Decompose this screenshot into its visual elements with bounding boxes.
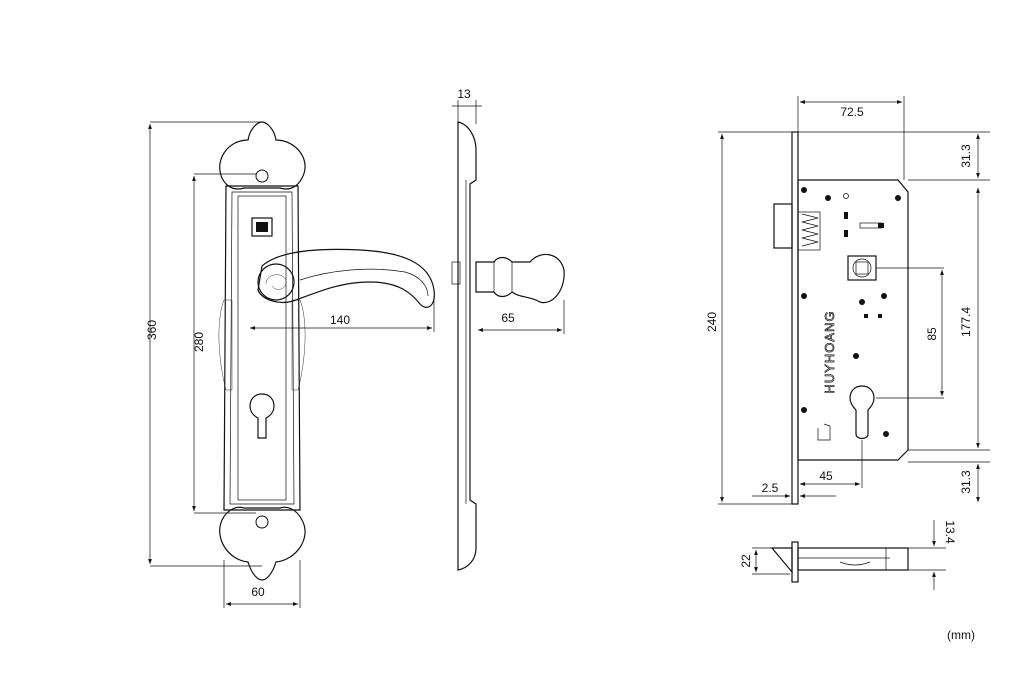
- lever-handle: [257, 248, 435, 308]
- dim-top-offset: 31.3: [959, 144, 973, 168]
- cylinder-hole: [849, 385, 875, 440]
- side-plate: [457, 121, 477, 571]
- dim-backset: 45: [819, 469, 833, 483]
- indicator-window: [251, 217, 273, 237]
- dim-bottom-offset: 31.3: [959, 470, 973, 494]
- faceplate: [791, 131, 799, 505]
- bottom-screw-icon: [255, 515, 269, 529]
- top-screw-icon: [255, 169, 269, 183]
- dim-latch-width: 13.4: [943, 520, 957, 544]
- front-view: 360 280 140 60: [145, 121, 435, 608]
- latch-bottom-view: 22 13.4: [739, 520, 957, 590]
- lock-body-view: HUYHOANG 72.5 240 31.3 177.4 85 31.3: [705, 96, 990, 505]
- lever-rose: [257, 263, 295, 301]
- dim-latch-height: 22: [739, 554, 753, 568]
- dim-top-width: 72.5: [840, 105, 864, 119]
- dim-lever-projection: 65: [501, 311, 515, 325]
- dim-plate-thickness: 13: [457, 87, 471, 101]
- latch-bolt: [773, 203, 793, 249]
- side-view: 13 65: [451, 87, 565, 571]
- units-label: (mm): [947, 628, 975, 642]
- dim-total-height: 240: [705, 312, 719, 332]
- lever-follower: [847, 255, 877, 281]
- bottom-ornament: [219, 506, 306, 581]
- spindle-stub: [451, 261, 461, 285]
- dim-hole-spacing: 280: [192, 332, 206, 352]
- dim-lever-length: 140: [330, 313, 350, 327]
- latch-faceplate: [791, 541, 799, 583]
- dim-plate-height: 360: [145, 320, 159, 340]
- lock-case: [797, 179, 909, 461]
- dim-plate-width: 60: [251, 585, 265, 599]
- backplate: [223, 185, 301, 511]
- dim-faceplate-thickness: 2.5: [762, 481, 779, 495]
- dim-body-height: 177.4: [959, 307, 973, 337]
- keyhole: [249, 393, 275, 439]
- left-filigree: [218, 299, 233, 391]
- lever-side-profile: [475, 253, 565, 304]
- latch-body: [797, 547, 909, 571]
- top-ornament: [219, 121, 306, 190]
- dim-center-distance: 85: [925, 327, 939, 341]
- right-filigree: [291, 299, 306, 391]
- brand-label: HUYHOANG: [822, 310, 837, 393]
- indicator-icon: [256, 222, 268, 232]
- latch-nose: [770, 547, 793, 574]
